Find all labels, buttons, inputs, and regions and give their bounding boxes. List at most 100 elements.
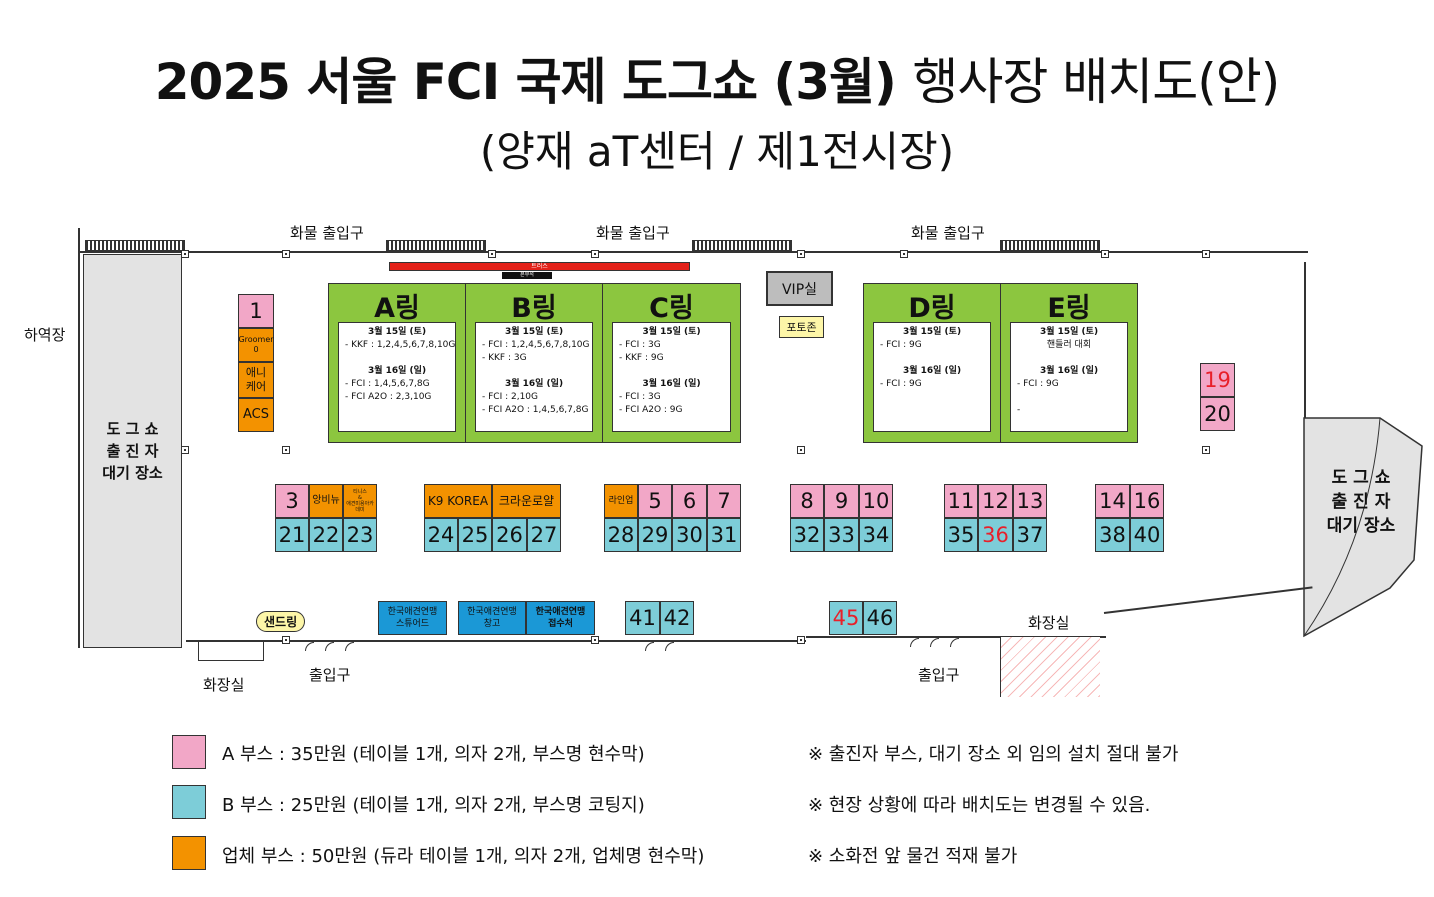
cargo-door <box>85 240 185 251</box>
restroom-label: 화장실 <box>1028 614 1070 632</box>
booth-5: 5 <box>638 484 672 518</box>
cargo-entrance-label: 화물 출입구 <box>911 224 985 242</box>
pillar <box>282 446 290 454</box>
schedule-line: 핸들러 대회 <box>1046 340 1092 350</box>
booth-34: 34 <box>859 518 893 552</box>
booth-26: 26 <box>492 518 527 552</box>
waiting-area-left-label: 도 그 쇼 출 진 자 대기 장소 <box>102 420 163 482</box>
legend-text-b: B 부스 : 25만원 (테이블 1개, 의자 2개, 부스명 코팅지) <box>222 795 645 816</box>
schedule-line: - FCI : 9G <box>1017 379 1059 389</box>
schedule-line: - FCI : 2,10G <box>482 392 538 402</box>
schedule-line: - KKF : 9G <box>619 353 664 363</box>
booth-36: 36 <box>978 518 1013 552</box>
booth-3: 3 <box>275 484 309 518</box>
booth-38: 38 <box>1095 518 1130 552</box>
truss-label: 트러스 <box>531 263 548 270</box>
door <box>910 638 919 647</box>
booth-kkf-storage: 한국애견연맹 창고 <box>458 601 526 635</box>
note-2: ※ 현장 상황에 따라 배치도는 변경될 수 있음. <box>808 795 1151 816</box>
booth-20: 20 <box>1200 397 1235 431</box>
legend-text-vendor: 업체 부스 : 50만원 (듀라 테이블 1개, 의자 2개, 업체명 현수막) <box>222 846 705 867</box>
booth-kkf-reception: 한국애견연맹 접수처 <box>526 601 595 635</box>
door <box>665 642 674 651</box>
pillar <box>282 250 290 258</box>
booth-33: 33 <box>824 518 859 552</box>
schedule-line: - FCI : 9G <box>880 340 922 350</box>
note-3: ※ 소화전 앞 물건 적재 불가 <box>808 846 1018 867</box>
schedule-line <box>1017 352 1121 365</box>
schedule-line: - FCI A2O : 9G <box>619 405 683 415</box>
schedule-line: - FCI : 1,2,4,5,6,7,8,10G <box>482 340 590 350</box>
pillar <box>1202 250 1210 258</box>
pillar <box>1202 446 1210 454</box>
schedule-line <box>619 365 724 378</box>
vip-room: VIP실 <box>766 271 833 306</box>
booth-24: 24 <box>424 518 458 552</box>
ring-title: A링 <box>374 293 420 324</box>
ring-schedule: 3월 15일 (토) - FCI : 3G - KKF : 9G 3월 16일 (일… <box>612 322 731 432</box>
sand-ring: 샌드링 <box>256 611 306 632</box>
schedule-line <box>1017 391 1121 404</box>
pillar <box>181 446 189 454</box>
booth-12: 12 <box>978 484 1013 518</box>
schedule-line: - FCI : 9G <box>880 379 922 389</box>
booth-28: 28 <box>604 518 638 552</box>
schedule-date: 3월 16일 (일) <box>504 379 564 389</box>
booth-31: 31 <box>707 518 741 552</box>
door <box>930 638 939 647</box>
booth-10: 10 <box>859 484 893 518</box>
door <box>645 642 654 651</box>
schedule-date: 3월 15일 (토) <box>1039 327 1099 337</box>
cargo-door <box>1000 240 1100 251</box>
booth-37: 37 <box>1013 518 1047 552</box>
pillar <box>797 250 805 258</box>
booth-11: 11 <box>944 484 978 518</box>
schedule-line <box>880 352 984 365</box>
ring-schedule: 3월 15일 (토)- KKF : 1,2,4,5,6,7,8,10G 3월 1… <box>338 322 456 432</box>
ring-title: E링 <box>1047 293 1091 324</box>
vip-room-label: VIP실 <box>781 281 818 298</box>
truss: 트러스 <box>389 262 690 271</box>
door <box>305 642 314 651</box>
booth-tiny: 티니스 & 애견미용아카데미 <box>343 484 377 518</box>
booth-14: 14 <box>1095 484 1130 518</box>
pillar <box>797 636 805 644</box>
schedule-line: - KKF : 3G <box>482 353 527 363</box>
booth-30: 30 <box>672 518 707 552</box>
restroom-left <box>198 641 264 661</box>
cargo-door <box>692 240 792 251</box>
bottom-curve-wall <box>1103 586 1313 614</box>
photo-zone-label: 포토존 <box>786 321 817 334</box>
door <box>345 642 354 651</box>
pillar <box>1101 250 1109 258</box>
schedule-line <box>482 365 586 378</box>
booth-42: 42 <box>660 601 694 635</box>
schedule-date: 3월 16일 (일) <box>1039 366 1099 376</box>
booth-27: 27 <box>527 518 561 552</box>
schedule-line <box>345 352 449 365</box>
head-table: 본부석 <box>502 272 552 279</box>
legend-swatch-vendor <box>172 836 206 870</box>
booth-6: 6 <box>672 484 707 518</box>
schedule-date: 3월 16일 (일) <box>642 379 701 389</box>
booth-9: 9 <box>824 484 859 518</box>
booth-k9-korea: K9 KOREA <box>424 484 492 518</box>
ring-title: C링 <box>649 293 694 324</box>
ring-schedule: 3월 15일 (토)- FCI : 1,2,4,5,6,7,8,10G- KKF… <box>475 322 593 432</box>
ring-c: C링 3월 15일 (토) - FCI : 3G - KKF : 9G 3월 16일… <box>602 283 741 443</box>
waiting-area-left: 도 그 쇼 출 진 자 대기 장소 <box>83 254 182 648</box>
schedule-date: 3월 15일 (토) <box>642 327 701 337</box>
schedule-line: - FCI A2O : 2,3,10G <box>345 392 432 402</box>
legend-text-a: A 부스 : 35만원 (테이블 1개, 의자 2개, 부스명 현수막) <box>222 744 645 765</box>
schedule-line: - FCI : 3G <box>619 392 661 402</box>
booth-kkf-steward: 한국애견연맹 스튜어드 <box>378 601 447 635</box>
legend-swatch-a <box>172 735 206 769</box>
pillar <box>900 250 908 258</box>
booth-crown-royal: 크라운로얄 <box>492 484 561 518</box>
schedule-line: - FCI : 3G <box>619 340 661 350</box>
booth-46: 46 <box>863 601 897 635</box>
booth-groomer: Groomer 0 <box>238 328 274 362</box>
booth-19: 19 <box>1200 363 1235 397</box>
photo-zone: 포토존 <box>779 316 824 338</box>
pillar <box>181 250 189 258</box>
